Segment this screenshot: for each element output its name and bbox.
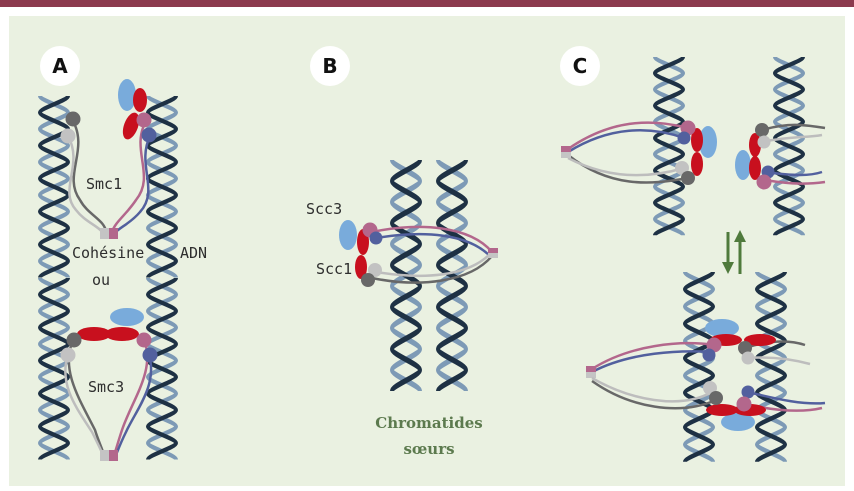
equilibrium-arrows-icon [722, 230, 746, 274]
badge-b-text: B [322, 54, 337, 78]
panel-c: C [560, 46, 826, 462]
cohesin-ring [339, 220, 498, 287]
panel-a: A Smc1 Cohésine ou ADN Smc3 [40, 46, 207, 461]
cohesin-ring-c1 [561, 120, 717, 185]
dna-helix-icon [148, 96, 176, 460]
sister-chromatid-top-right [775, 57, 803, 235]
panel-b: B Scc3 Scc1 Chromatides sœurs [306, 46, 498, 458]
label-scc3: Scc3 [306, 200, 342, 218]
cohesin-ring-c3 [586, 319, 811, 378]
label-scc1: Scc1 [316, 260, 352, 278]
label-smc3: Smc3 [88, 378, 124, 396]
badge-a-text: A [52, 54, 68, 78]
cohesin-ring-c2 [735, 123, 826, 190]
cohesin-ring-top [60, 79, 157, 239]
label-soeurs: sœurs [403, 440, 454, 458]
cohesin-ring-bottom [60, 308, 158, 461]
panel-c-badge: C [560, 46, 600, 86]
label-chromatides: Chromatides [375, 414, 482, 432]
sister-chromatid-bottom-right [757, 272, 785, 462]
label-cohesine: Cohésine [72, 244, 144, 262]
label-ou: ou [92, 271, 110, 289]
top-rule [0, 0, 854, 7]
badge-c-text: C [573, 54, 588, 78]
sister-chromatid-top-left [655, 57, 683, 235]
label-smc1: Smc1 [86, 175, 122, 193]
cohesin-ring-c4 [591, 376, 826, 431]
sister-chromatid-bottom-left [685, 272, 713, 462]
panel-b-badge: B [310, 46, 350, 86]
label-adn: ADN [180, 244, 207, 262]
panel-a-badge: A [40, 46, 80, 86]
dna-helix-icon [40, 96, 68, 460]
